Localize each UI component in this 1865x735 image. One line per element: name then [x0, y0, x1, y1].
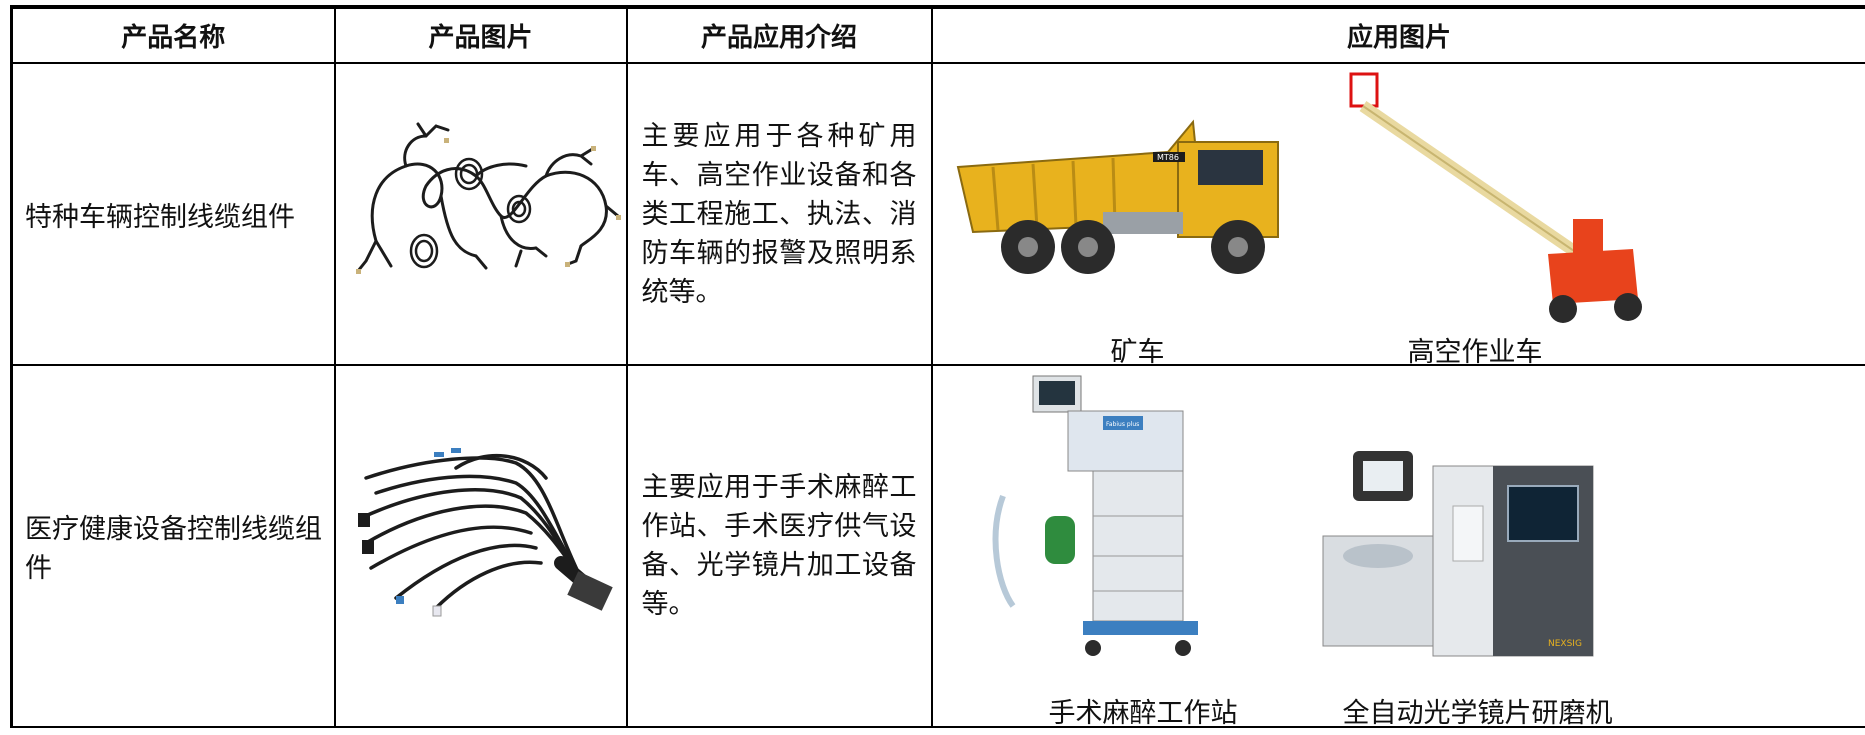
lens-edging-machine-image: NEXSIG [1322, 451, 1593, 657]
product-image-cell [333, 364, 628, 728]
product-name-cell: 特种车辆控制线缆组件 [10, 62, 336, 366]
header-product-name: 产品名称 [10, 6, 336, 64]
caption-aerial-work-vehicle: 高空作业车 [1407, 337, 1543, 368]
edger-brand-label: NEXSIG [1548, 639, 1582, 649]
anesthesia-workstation-image: Fabius plus [992, 375, 1198, 656]
application-description-cell: 主要应用于各种矿用车、高空作业设备和各类工程施工、执法、消防车辆的报警及照明系统… [625, 62, 933, 366]
vehicle-wire-harness-image [355, 122, 621, 274]
product-table: 产品名称 产品图片 产品应用介绍 应用图片 特种车辆控制线缆组件 [10, 5, 1865, 729]
caption-mining-truck: 矿车 [1110, 337, 1165, 368]
header-application-image: 应用图片 [930, 6, 1865, 64]
header-row: 产品名称 产品图片 产品应用介绍 应用图片 [10, 6, 1865, 64]
table-row: 医疗健康设备控制线缆组件 主要应用于手术麻 [10, 364, 1865, 729]
application-image-cell: Fabius plus [930, 364, 1865, 729]
header-product-image: 产品图片 [333, 6, 628, 64]
table-row: 特种车辆控制线缆组件 [10, 62, 1865, 368]
application-description-cell: 主要应用于手术麻醉工作站、手术医疗供气设备、光学镜片加工设备等。 [625, 364, 933, 728]
application-image-cell: MT86 矿车 高空 [930, 62, 1865, 368]
workstation-brand-label: Fabius plus [1106, 421, 1139, 428]
caption-anesthesia-workstation: 手术麻醉工作站 [1048, 698, 1238, 729]
product-image-cell [333, 62, 628, 366]
mining-truck-image: MT86 [956, 119, 1279, 274]
aerial-work-platform-image [1349, 72, 1642, 323]
caption-lens-edging-machine: 全自动光学镜片研磨机 [1342, 698, 1613, 729]
header-application-intro: 产品应用介绍 [625, 6, 933, 64]
truck-model-label: MT86 [1157, 153, 1179, 162]
medical-cable-assembly-image [357, 448, 613, 617]
product-name-cell: 医疗健康设备控制线缆组件 [10, 364, 336, 728]
